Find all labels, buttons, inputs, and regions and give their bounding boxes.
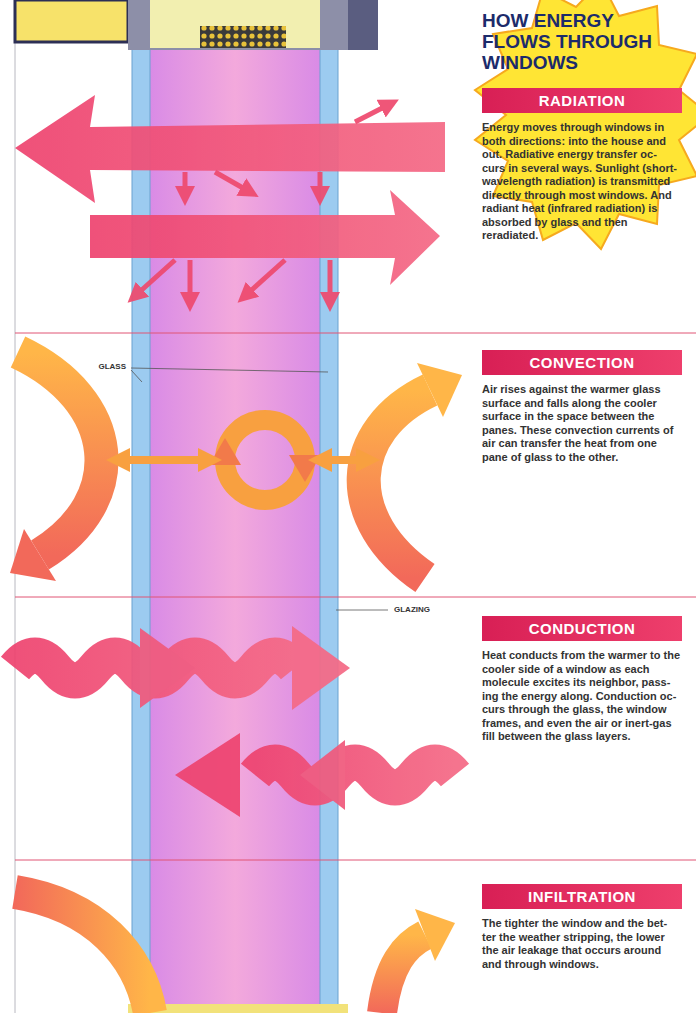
section-heading: RADIATION [482,88,682,113]
arrowhead [10,529,56,581]
frame-insert [150,0,320,48]
ray-arrow [135,260,175,296]
leader-line [131,370,142,382]
part-label: GLASS [96,362,128,371]
arrowhead [209,438,241,465]
section-text: Air rises against the warmer glass surfa… [482,383,682,464]
arrowhead [415,909,455,961]
ray-arrow [183,172,188,196]
heat-exchange-arrow [118,456,210,464]
diagram-title: HOW ENERGY FLOWS THROUGH WINDOWS [482,10,687,73]
section-text: The tighter the window and the bet- ter … [482,917,682,971]
band-divider [15,597,696,598]
ray-arrow [245,260,285,296]
infiltration-arrows [15,892,455,1013]
info-panel: INFILTRATION The tighter the window and t… [482,884,682,971]
section-text: Energy moves through windows in both dir… [482,121,682,243]
band-divider [15,860,696,861]
ray-arrow [318,172,323,196]
convection-arrow [364,390,430,578]
sun [475,0,696,249]
ray-arrows [135,104,390,302]
conduction-arrow [255,763,455,788]
conduction-arrows [15,626,455,817]
arrowhead [289,455,321,482]
radiation-arrows [15,95,445,302]
window-frame [128,0,348,50]
page-border [15,0,16,1013]
ray-arrow [215,172,250,192]
infiltration-arrow [15,892,150,1013]
band-divider [15,333,696,334]
ray-arrow [355,104,390,122]
convection-arrow [18,352,101,555]
arrowhead [292,626,350,710]
section-text: Heat conducts from the warmer to the coo… [482,649,682,744]
ray-arrow [188,260,193,302]
radiation-arrow [90,190,440,285]
arrowhead [140,628,195,708]
infiltration-arrow [382,935,425,1013]
info-panel: CONVECTION Air rises against the warmer g… [482,350,682,464]
part-label: GLAZING [392,605,432,614]
arrowhead [417,363,462,417]
section-heading: CONVECTION [482,350,682,375]
ray-arrow [328,260,333,302]
info-panel: CONDUCTION Heat conducts from the warmer … [482,616,682,744]
leader-line [336,610,388,611]
section-heading: INFILTRATION [482,884,682,909]
radiation-arrow [15,95,445,203]
info-panel: RADIATION Energy moves through windows in… [482,88,682,243]
window-frame [348,0,378,50]
arrowhead [300,740,345,810]
desiccant [200,26,286,48]
arrowhead [175,733,240,817]
window-sash [15,0,128,42]
heat-exchange-arrow [320,456,368,464]
convection-arrows [10,352,462,581]
leader-line [131,368,328,372]
spacer [200,26,286,48]
section-heading: CONDUCTION [482,616,682,641]
